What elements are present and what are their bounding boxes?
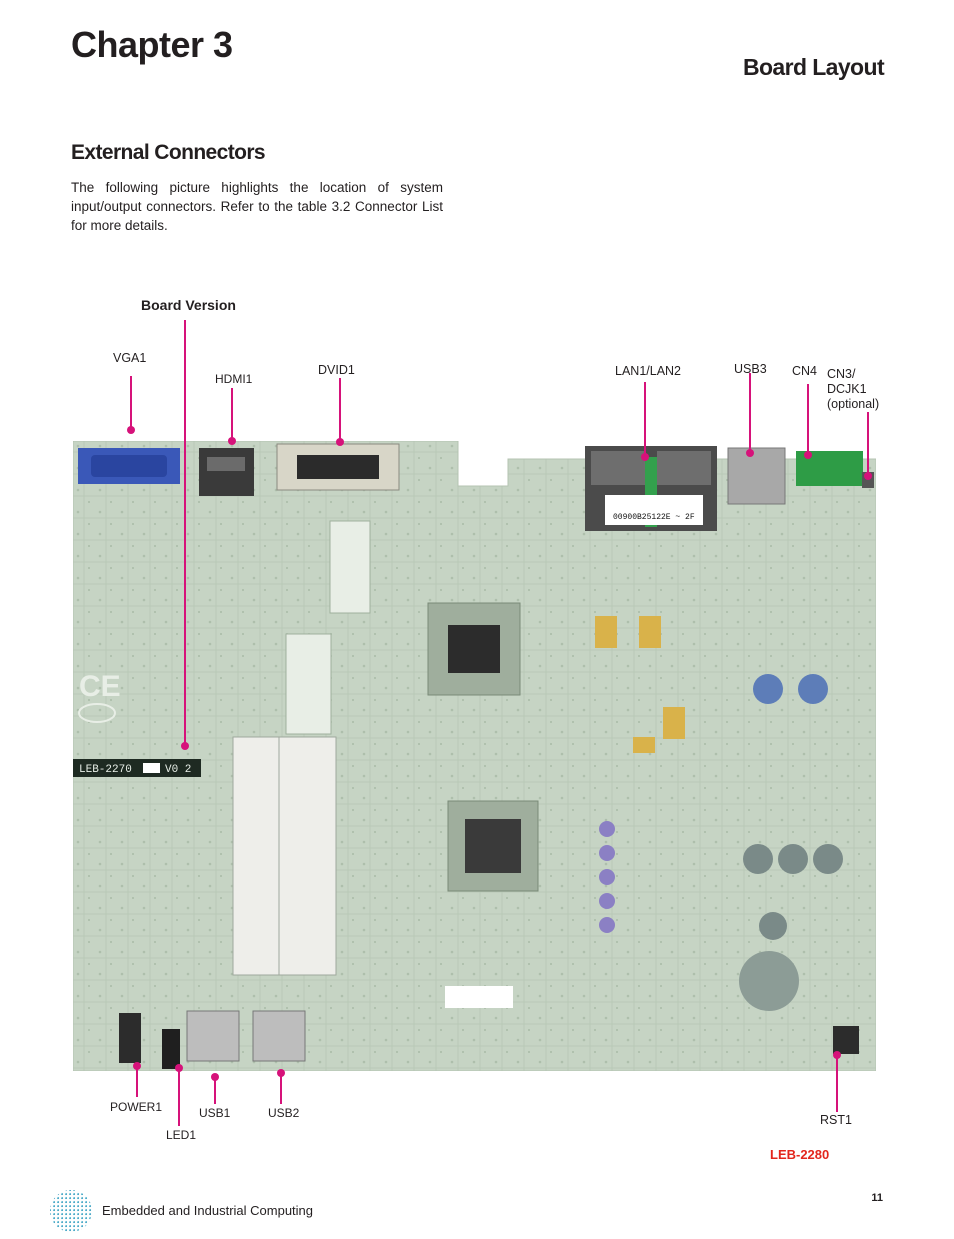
board-version-label: Board Version xyxy=(141,297,236,313)
led1-leader xyxy=(178,1068,180,1126)
dvid1-leader xyxy=(339,378,341,440)
hdmi1-dot xyxy=(228,437,236,445)
power1-dot xyxy=(133,1062,141,1070)
cn4-label: CN4 xyxy=(792,364,818,378)
rst1-leader xyxy=(836,1056,838,1112)
section-title: Board Layout xyxy=(742,54,885,80)
power1-leader xyxy=(136,1068,138,1097)
board-stamp-version: V0 2 xyxy=(165,764,191,776)
usb1-label: USB1 xyxy=(199,1106,231,1120)
model-label: LEB-2280 xyxy=(770,1147,830,1162)
usb3-dot xyxy=(746,449,754,457)
board-image: 00900B25122E ~ 2F LEB-2270 V0 2 CE xyxy=(72,440,877,1072)
led1-label: LED1 xyxy=(166,1128,197,1142)
board-stamp: LEB-2270 xyxy=(79,764,132,776)
power1-label: POWER1 xyxy=(110,1100,163,1114)
footer-text: Embedded and Industrial Computing xyxy=(102,1203,314,1218)
led1-dot xyxy=(175,1064,183,1072)
page-number: 11 xyxy=(871,1192,883,1204)
hdmi1-leader xyxy=(231,388,233,440)
subheading: External Connectors xyxy=(71,141,266,164)
chapter-title: Chapter 3 xyxy=(71,24,233,65)
board-version-dot xyxy=(181,742,189,750)
dvid1-dot xyxy=(336,438,344,446)
usb2-leader xyxy=(280,1074,282,1104)
lan-leader xyxy=(644,382,646,457)
rst1-label: RST1 xyxy=(820,1113,852,1127)
board-version-leader xyxy=(184,320,186,746)
cn4-dot xyxy=(804,451,812,459)
cn3-dot xyxy=(864,472,872,480)
usb1-leader xyxy=(214,1078,216,1104)
usb2-label: USB2 xyxy=(268,1106,300,1120)
vga1-label: VGA1 xyxy=(113,351,147,365)
rst1-dot xyxy=(833,1051,841,1059)
hdmi1-label: HDMI1 xyxy=(215,372,253,386)
usb3-leader xyxy=(749,373,751,453)
vga1-leader xyxy=(130,376,132,430)
svg-text:CE: CE xyxy=(79,670,121,703)
barcode-label: 00900B25122E ~ 2F xyxy=(613,513,695,522)
usb3-label: USB3 xyxy=(734,362,767,376)
usb1-dot xyxy=(211,1073,219,1081)
intro-paragraph: The following picture highlights the loc… xyxy=(71,180,443,233)
cn3-label: CN3/ DCJK1 (optional) xyxy=(827,367,880,411)
vga1-dot xyxy=(127,426,135,434)
lan-dot xyxy=(641,453,649,461)
dvid1-label: DVID1 xyxy=(318,363,355,377)
usb2-dot xyxy=(277,1069,285,1077)
globe-logo-icon xyxy=(48,1188,94,1239)
cn4-leader xyxy=(807,384,809,455)
cn3-leader xyxy=(867,412,869,476)
lan-label: LAN1/LAN2 xyxy=(615,364,682,378)
